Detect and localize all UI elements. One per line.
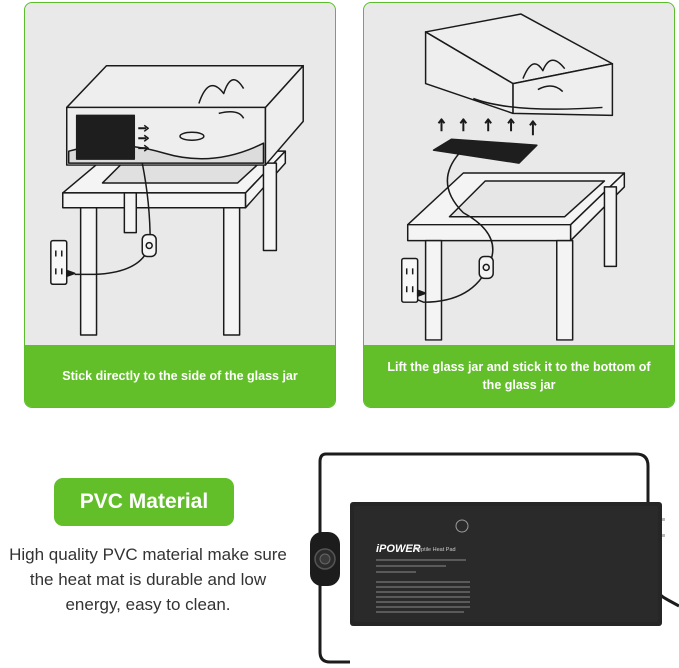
material-description: High quality PVC material make sure the … <box>9 545 287 614</box>
panel-caption-side: Stick directly to the side of the glass … <box>25 345 335 407</box>
product-brand: iPOWER <box>376 543 421 555</box>
heat-pad-product-image: iPOWER Reptile Heat Pad <box>310 452 679 664</box>
material-badge: PVC Material <box>54 478 234 526</box>
side-mount-illustration <box>50 64 304 336</box>
usage-panel-side: Stick directly to the side of the glass … <box>24 2 336 408</box>
product-name: Reptile Heat Pad <box>414 547 456 553</box>
panel-caption-bottom: Lift the glass jar and stick it to the b… <box>364 345 674 407</box>
usage-panel-bottom: Lift the glass jar and stick it to the b… <box>363 2 675 408</box>
bottom-mount-illustration <box>401 13 626 341</box>
